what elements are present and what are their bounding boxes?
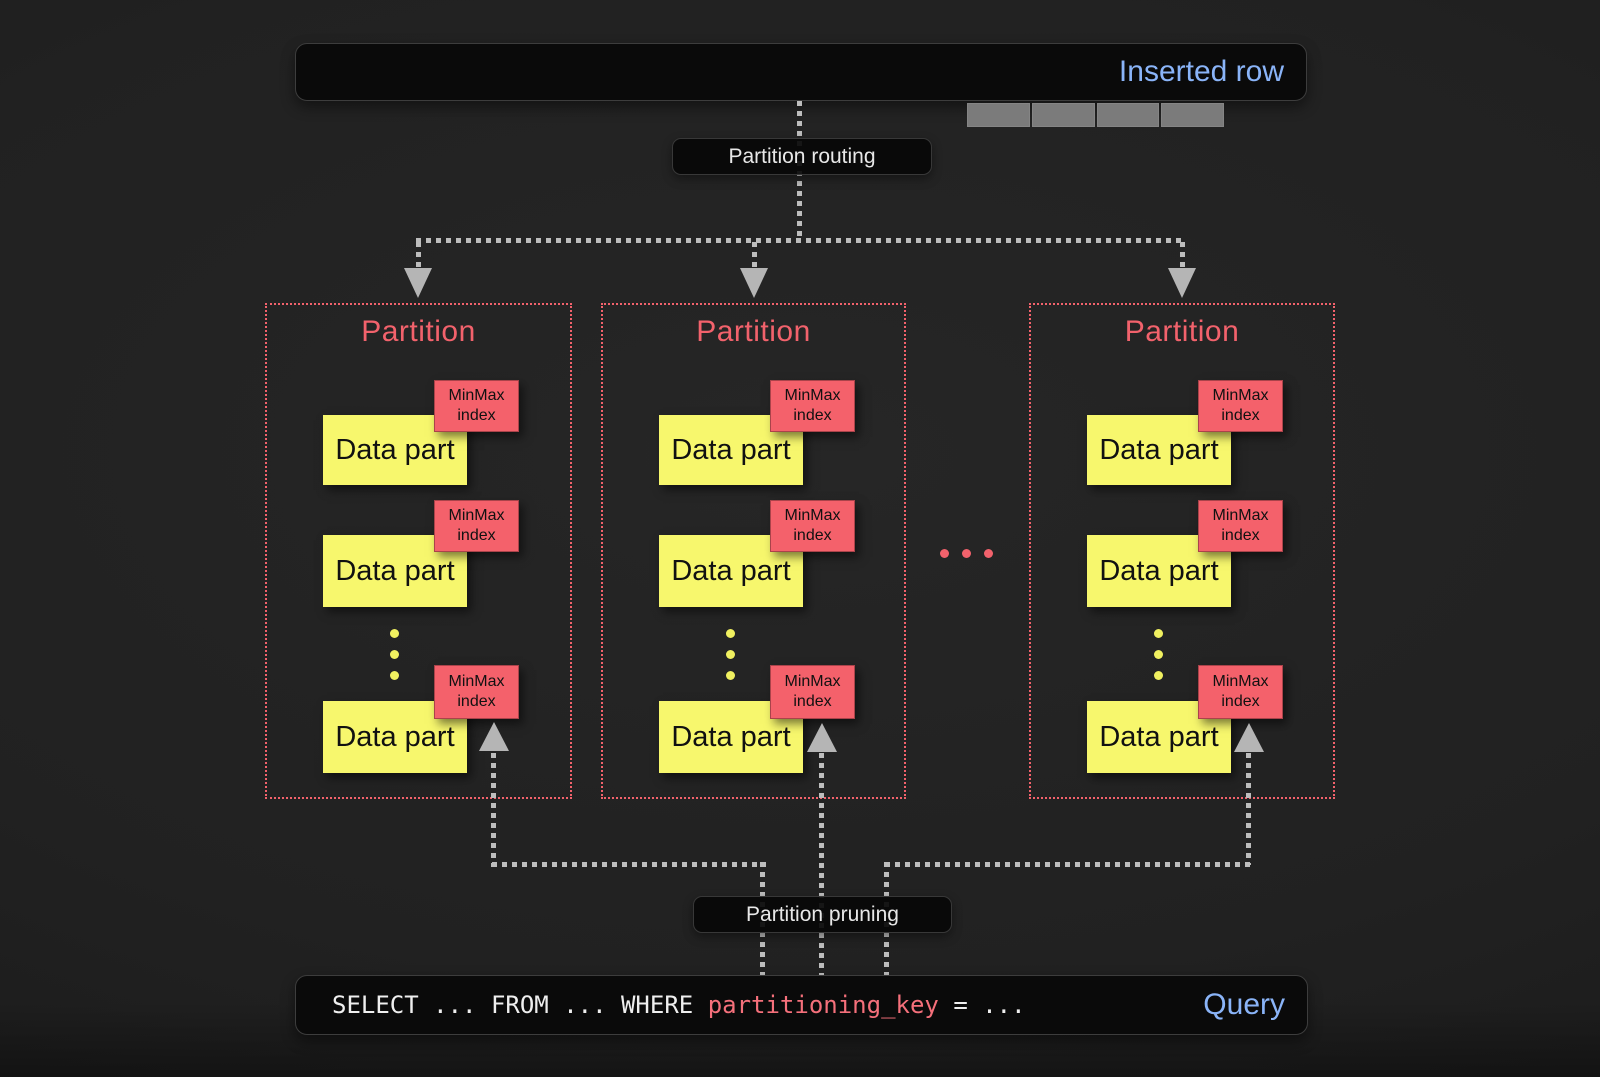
vertical-ellipsis: [390, 629, 399, 680]
sql-text: SELECT ... FROM ... WHERE partitioning_k…: [332, 976, 1026, 1034]
vertical-ellipsis: [1154, 629, 1163, 680]
pruning-flow-line: [1246, 753, 1251, 865]
arrow-down-icon: [404, 268, 432, 298]
inserted-row-cells: [967, 103, 1224, 127]
data-part-box: Data part: [1087, 415, 1231, 485]
pruning-flow-line: [491, 753, 496, 867]
vertical-ellipsis: [726, 629, 735, 680]
partition-ellipsis: [940, 549, 993, 558]
minmax-index-tag: MinMax index: [770, 500, 855, 552]
fanout-drop-line: [752, 242, 757, 270]
minmax-index-tag: MinMax index: [1198, 665, 1283, 719]
partition-title: Partition: [1124, 315, 1240, 348]
row-cell: [1096, 103, 1160, 127]
fanout-line: [416, 238, 1184, 243]
minmax-index-tag: MinMax index: [1198, 500, 1283, 552]
arrow-down-icon: [1168, 268, 1196, 298]
query-box: SELECT ... FROM ... WHERE partitioning_k…: [295, 975, 1308, 1035]
inserted-row-label: Inserted row: [1118, 55, 1284, 88]
minmax-index-tag: MinMax index: [770, 380, 855, 432]
arrow-down-icon: [740, 268, 768, 298]
fanout-drop-line: [1180, 242, 1185, 270]
partition-title: Partition: [696, 315, 811, 348]
row-cell: [1161, 103, 1224, 127]
row-cell: [1031, 103, 1095, 127]
partition-routing-label: Partition routing: [672, 138, 932, 175]
pruning-branch-line: [885, 862, 1251, 867]
partition-pruning-label: Partition pruning: [693, 896, 952, 933]
sql-segment: SELECT ... FROM ... WHERE: [332, 991, 708, 1019]
minmax-index-tag: MinMax index: [434, 500, 519, 552]
sql-segment: = ...: [938, 991, 1026, 1019]
pruning-flow-line: [819, 753, 824, 975]
minmax-index-tag: MinMax index: [434, 665, 519, 719]
sql-partition-key: partitioning_key: [707, 991, 939, 1019]
pruning-branch-line: [492, 862, 766, 867]
partition-box-1: Partition MinMax index Data part MinMax …: [265, 303, 572, 799]
partition-box-3: Partition MinMax index Data part MinMax …: [1029, 303, 1335, 799]
inserted-row-box: Inserted row: [295, 43, 1307, 127]
minmax-index-tag: MinMax index: [1198, 380, 1283, 432]
partition-box-2: Partition MinMax index Data part MinMax …: [601, 303, 906, 799]
row-cell: [967, 103, 1030, 127]
query-label: Query: [1203, 988, 1285, 1021]
data-part-box: Data part: [323, 701, 467, 773]
partition-title: Partition: [361, 315, 476, 348]
fanout-drop-line: [416, 242, 421, 270]
minmax-index-tag: MinMax index: [434, 380, 519, 432]
minmax-index-tag: MinMax index: [770, 665, 855, 719]
